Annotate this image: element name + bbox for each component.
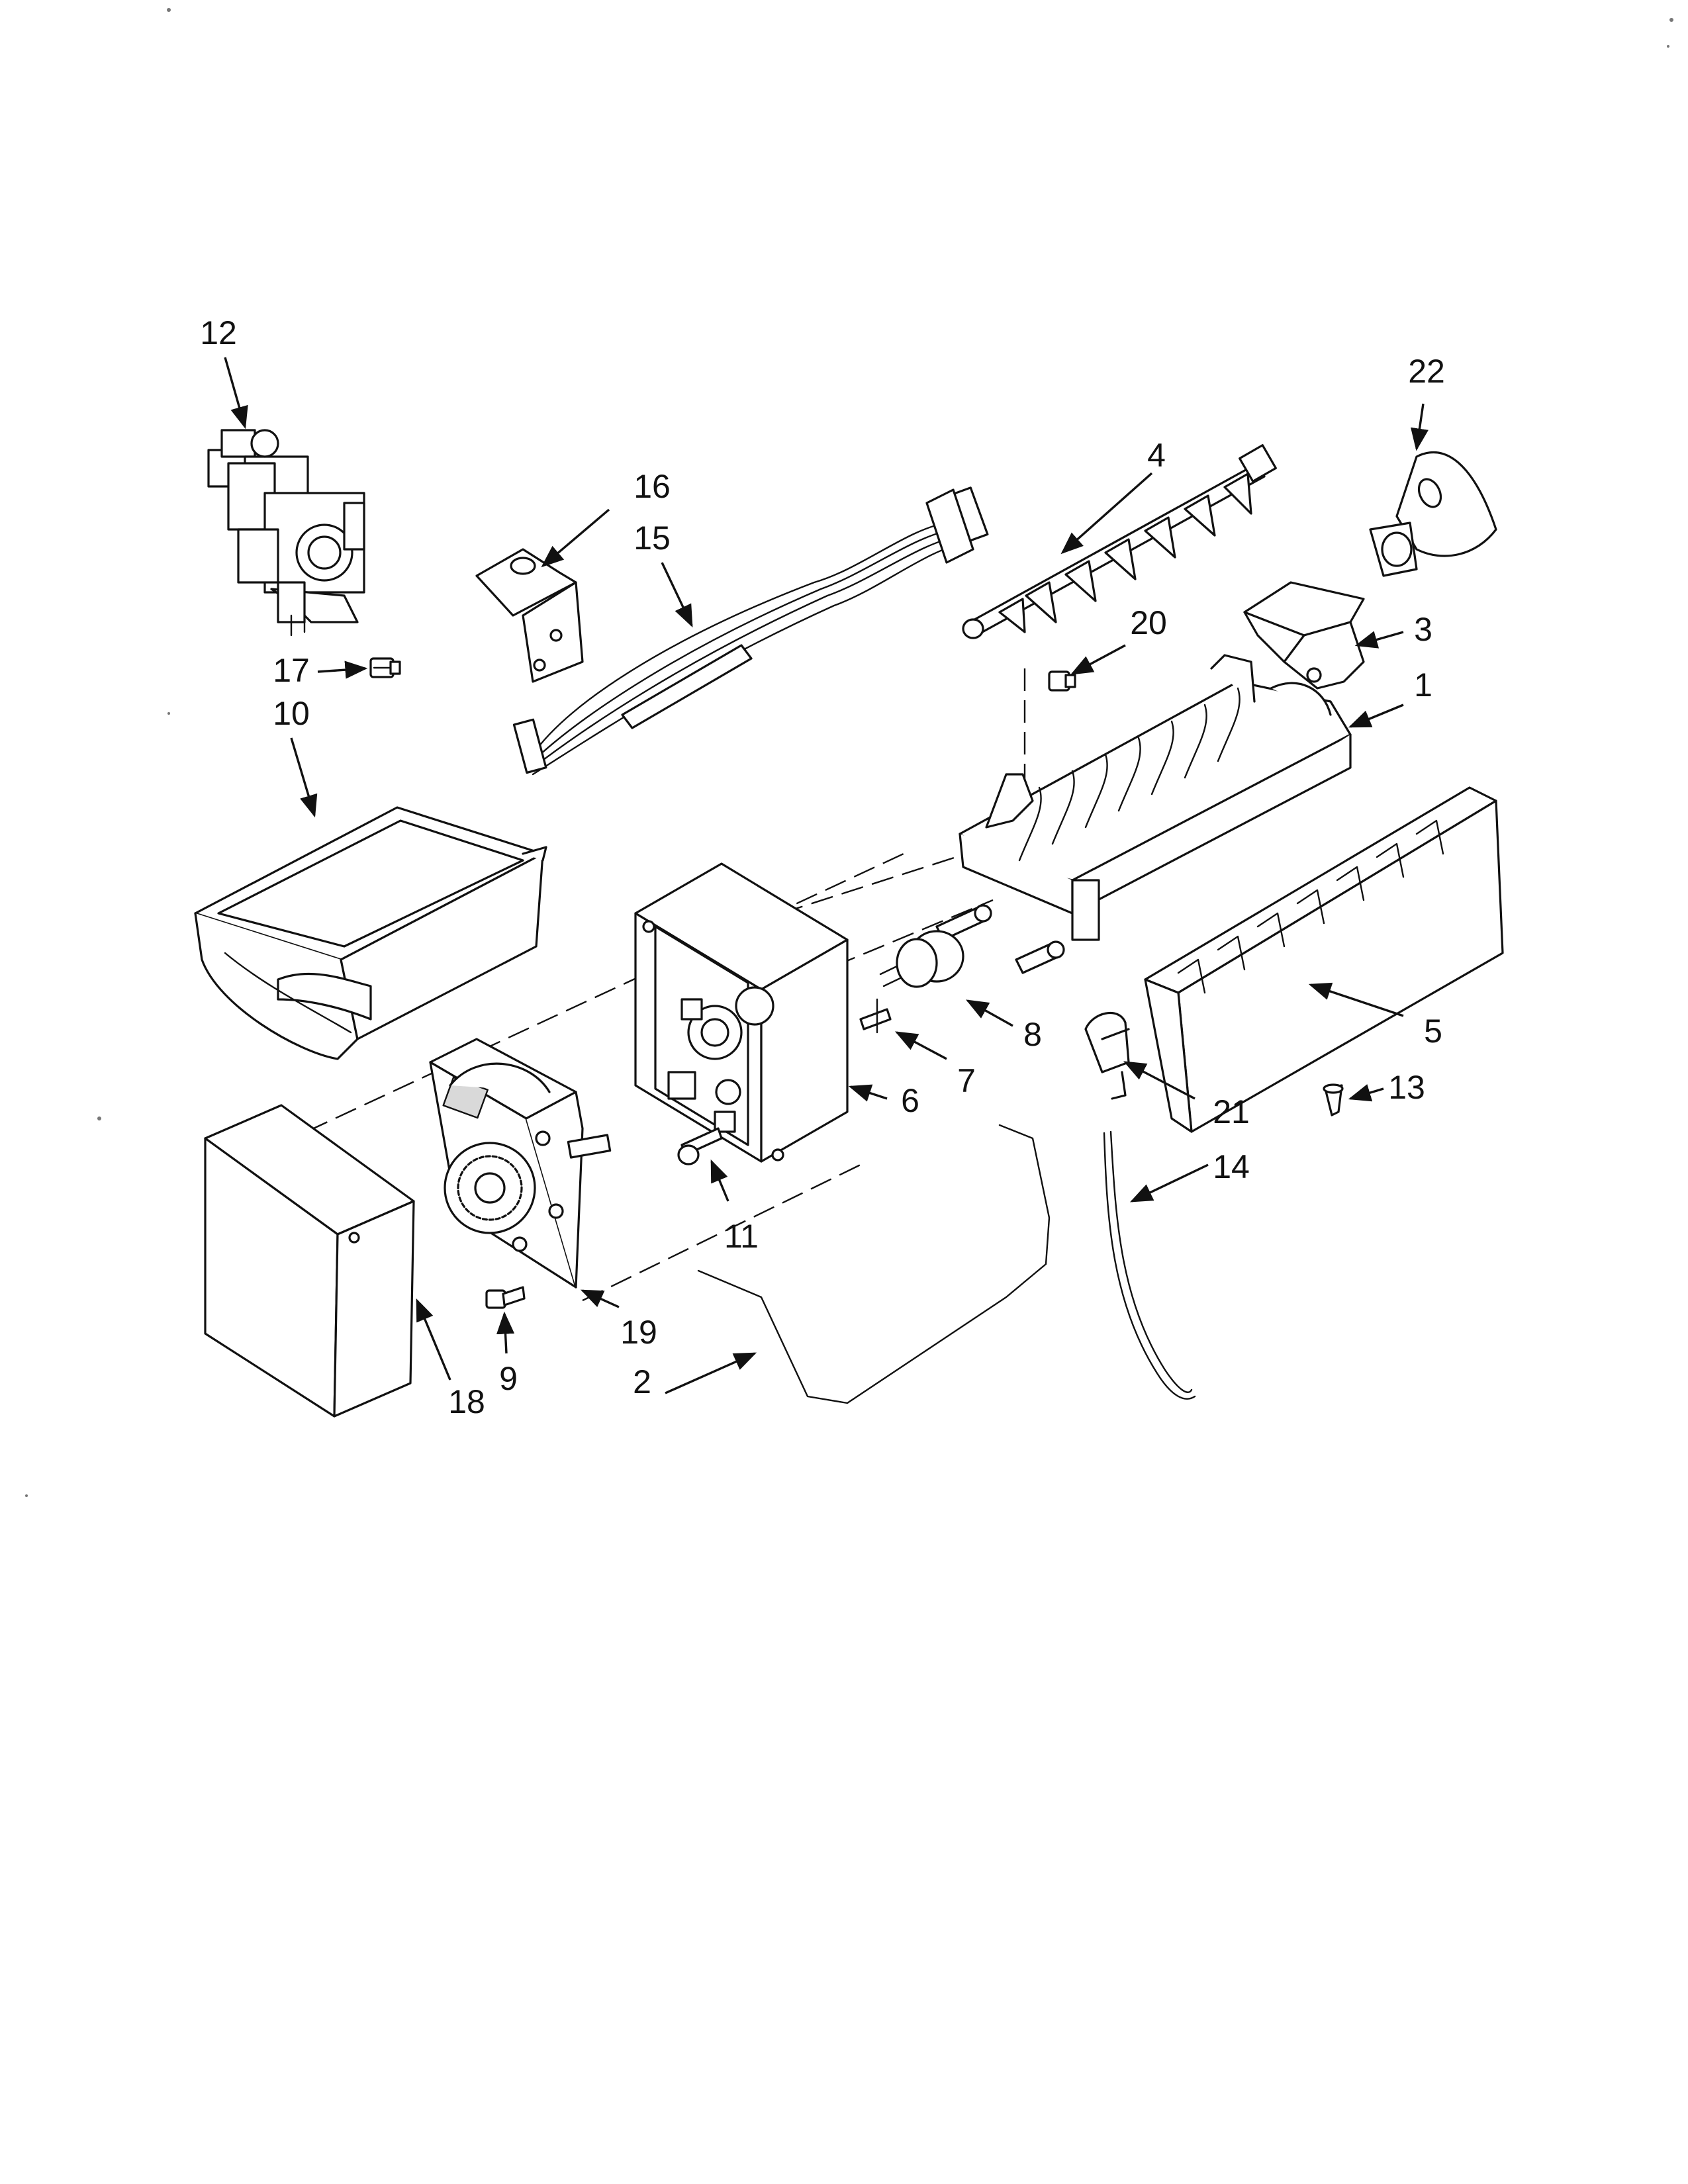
leader-2 — [665, 1352, 757, 1394]
scan-specks — [25, 8, 1673, 1497]
callout-17: 17 — [273, 652, 310, 689]
ice-mold — [959, 654, 1352, 941]
plug — [1323, 1083, 1344, 1116]
leader-17 — [317, 660, 368, 679]
callout-8: 8 — [1023, 1016, 1042, 1053]
callout-11: 11 — [724, 1218, 759, 1255]
callout-6: 6 — [901, 1082, 919, 1119]
motor-housing — [634, 862, 849, 1163]
callout-labels: 12 22 16 4 15 20 3 17 1 10 8 5 7 6 21 13… — [200, 314, 1445, 1420]
leader-arrows — [224, 357, 1429, 1394]
wire-harness — [512, 486, 989, 776]
callout-20: 20 — [1130, 604, 1167, 641]
callout-7: 7 — [957, 1062, 976, 1099]
callout-5: 5 — [1424, 1013, 1442, 1050]
fill-tube — [1103, 1130, 1196, 1400]
wire-harness-bracket — [475, 548, 584, 683]
callout-22: 22 — [1408, 353, 1445, 390]
heater-pins — [935, 904, 1065, 974]
leader-19 — [580, 1289, 620, 1308]
ejector-cover — [1243, 581, 1365, 690]
callout-2: 2 — [633, 1363, 651, 1400]
leader-6 — [848, 1084, 888, 1102]
pin-7 — [859, 998, 892, 1034]
thermostat — [879, 930, 964, 988]
mounting-plate — [429, 1038, 612, 1289]
shutoff-arm — [697, 1124, 1051, 1404]
cam-lever — [1369, 451, 1497, 577]
callout-10: 10 — [273, 695, 310, 732]
stripper — [1144, 786, 1504, 1133]
leader-11 — [710, 1159, 729, 1202]
callout-1: 1 — [1414, 666, 1432, 704]
screw-11 — [677, 1127, 723, 1165]
leader-3 — [1354, 631, 1404, 649]
leader-4 — [1060, 472, 1153, 555]
leader-8 — [966, 999, 1013, 1027]
front-cover — [204, 1104, 415, 1418]
callout-18: 18 — [448, 1383, 485, 1420]
clip — [1084, 1011, 1130, 1100]
leader-18 — [416, 1298, 451, 1381]
leader-14 — [1129, 1163, 1209, 1203]
leader-1 — [1348, 704, 1404, 728]
leader-20 — [1070, 644, 1126, 675]
leader-7 — [895, 1031, 947, 1060]
leader-9 — [496, 1311, 515, 1354]
callout-15: 15 — [633, 520, 671, 557]
leader-21 — [1123, 1061, 1196, 1100]
leader-15 — [661, 562, 693, 628]
screw-20 — [1048, 670, 1076, 692]
leader-22 — [1410, 403, 1429, 451]
ejector — [962, 444, 1277, 639]
callout-4: 4 — [1147, 437, 1166, 474]
callout-3: 3 — [1414, 611, 1432, 648]
callout-16: 16 — [633, 468, 671, 505]
callout-19: 19 — [620, 1314, 657, 1351]
leader-10 — [290, 737, 318, 818]
leader-12 — [224, 357, 248, 430]
leader-16 — [541, 508, 610, 568]
ice-bin — [194, 806, 547, 1060]
leader-13 — [1348, 1084, 1384, 1102]
leader-5 — [1308, 982, 1404, 1017]
callout-13: 13 — [1388, 1069, 1425, 1106]
callout-12: 12 — [200, 314, 237, 351]
water-valve — [207, 429, 365, 637]
screw-9 — [485, 1286, 526, 1309]
callout-9: 9 — [499, 1360, 518, 1397]
callout-21: 21 — [1213, 1093, 1250, 1130]
screw-17 — [369, 657, 401, 678]
callout-14: 14 — [1213, 1148, 1250, 1185]
